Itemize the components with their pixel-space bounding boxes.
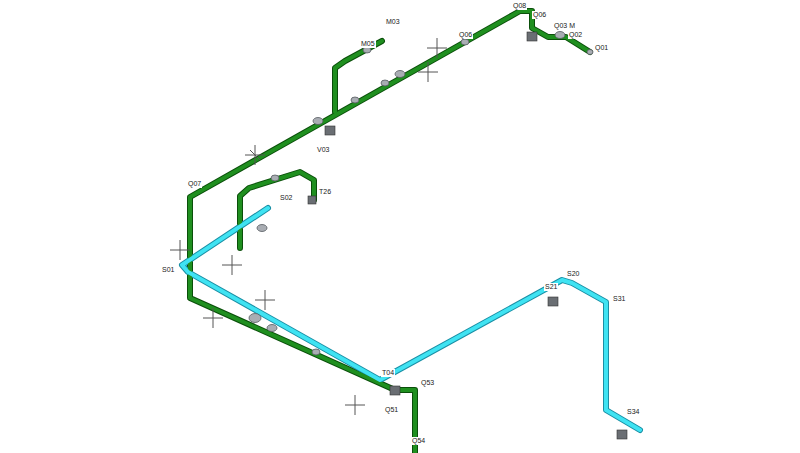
- valve-fitting: [271, 175, 279, 181]
- valve-fitting: [313, 118, 323, 125]
- callout-label: Q07: [187, 180, 202, 188]
- restraint-symbol: [203, 308, 223, 328]
- callout-label: S21: [544, 283, 558, 291]
- restraint-symbol: [345, 395, 365, 415]
- support-symbol: [325, 126, 335, 135]
- callout-label: Q08: [512, 2, 527, 10]
- valve-fitting: [249, 314, 261, 323]
- callout-label: Q54: [411, 437, 426, 445]
- valve-fitting: [381, 80, 389, 86]
- green-pipe: [335, 41, 382, 112]
- support-symbol: [308, 196, 316, 204]
- pipe-end: [587, 50, 593, 55]
- valve-fitting: [555, 32, 565, 39]
- callout-label: T26: [318, 188, 332, 196]
- green-pipe: [240, 172, 314, 248]
- support-symbol: [617, 430, 627, 439]
- valve-fitting: [461, 39, 469, 45]
- callout-label: Q03 M: [553, 22, 576, 30]
- restraint-symbol: [222, 255, 242, 275]
- callout-label: S01: [161, 266, 175, 274]
- support-symbol: [390, 386, 400, 395]
- callout-label: Q53: [420, 379, 435, 387]
- callout-label: Q06: [532, 11, 547, 19]
- callout-label: S34: [626, 408, 640, 416]
- callout-label: M03: [385, 18, 401, 26]
- pipe-outline: [240, 172, 314, 248]
- callout-label: T04: [381, 369, 395, 377]
- valve-fitting: [312, 349, 320, 355]
- valve-fitting: [395, 71, 405, 78]
- callout-label: V03: [316, 146, 330, 154]
- cyan-pipe: [182, 208, 640, 430]
- callout-label: S20: [566, 270, 580, 278]
- valve-fitting: [267, 325, 277, 332]
- support-symbol: [527, 32, 537, 41]
- callout-label: S31: [612, 295, 626, 303]
- callout-label: Q51: [384, 406, 399, 414]
- callout-label: Q06: [458, 31, 473, 39]
- support-symbol: [548, 297, 558, 306]
- valve-fitting: [351, 97, 359, 103]
- restraint-symbol: [245, 145, 265, 165]
- restraint-symbol: [170, 240, 190, 260]
- pipe-outline: [182, 208, 640, 430]
- callout-label: M05: [360, 40, 376, 48]
- restraint-symbol: [427, 38, 447, 58]
- callout-label: Q01: [594, 44, 609, 52]
- restraint-symbol: [418, 62, 438, 82]
- pipe-outline: [335, 41, 382, 112]
- restraint-symbol: [255, 290, 275, 310]
- callout-label: Q02: [568, 31, 583, 39]
- green-pipe: [190, 11, 590, 453]
- valve-fitting: [257, 225, 267, 232]
- callout-label: S02: [279, 194, 293, 202]
- pipe-outline: [190, 11, 590, 453]
